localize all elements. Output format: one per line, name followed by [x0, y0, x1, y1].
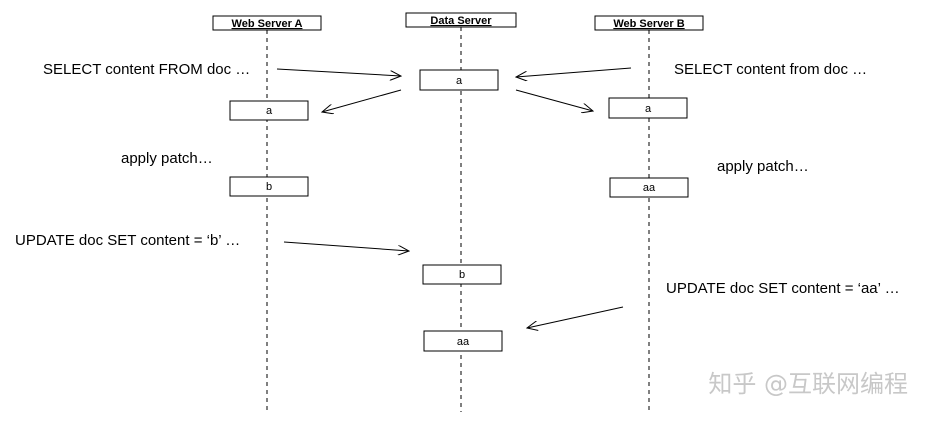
lane-header-web-server-b: Web Server B: [594, 15, 704, 31]
value-text-ds-a: a: [456, 75, 463, 87]
label-select-a: SELECT content FROM doc …: [43, 61, 250, 78]
label-patch-b: apply patch…: [717, 158, 809, 175]
label-select-b: SELECT content from doc …: [674, 61, 867, 78]
arrow-update-b-to-ds: [527, 306, 624, 328]
label-update-a: UPDATE doc SET content = ‘b’ …: [15, 232, 240, 249]
lane-header-web-server-a: Web Server A: [212, 15, 322, 31]
value-text-ds-b: b: [459, 269, 465, 281]
arrow-ds-to-b: [515, 89, 593, 111]
value-box-ds-aa: aa: [423, 330, 503, 352]
lane-title-web-server-b: Web Server B: [613, 18, 684, 30]
value-text-server-a-a: a: [266, 105, 273, 117]
value-text-server-b-a: a: [645, 103, 652, 115]
value-box-server-b-aa: aa: [609, 177, 689, 198]
value-box-server-a-b: b: [229, 176, 309, 197]
label-update-b: UPDATE doc SET content = ‘aa’ …: [666, 280, 900, 297]
lane-title-web-server-a: Web Server A: [232, 18, 303, 30]
watermark-text: 知乎 @互联网编程: [708, 370, 908, 398]
value-box-server-a-a: a: [229, 100, 309, 121]
arrow-ds-to-a: [322, 89, 402, 112]
value-text-ds-aa: aa: [457, 336, 470, 348]
value-box-ds-a: a: [419, 69, 499, 91]
arrow-select-b-to-ds: [516, 67, 632, 77]
value-box-ds-b: b: [422, 264, 502, 285]
value-box-server-b-a: a: [608, 97, 688, 119]
arrow-update-a-to-ds: [283, 241, 409, 251]
arrow-select-a-to-ds: [276, 68, 401, 76]
lane-header-data-server: Data Server: [405, 12, 517, 28]
value-text-server-b-aa: aa: [643, 182, 656, 194]
lane-title-data-server: Data Server: [430, 15, 492, 27]
value-text-server-a-b: b: [266, 181, 272, 193]
label-patch-a: apply patch…: [121, 150, 213, 167]
